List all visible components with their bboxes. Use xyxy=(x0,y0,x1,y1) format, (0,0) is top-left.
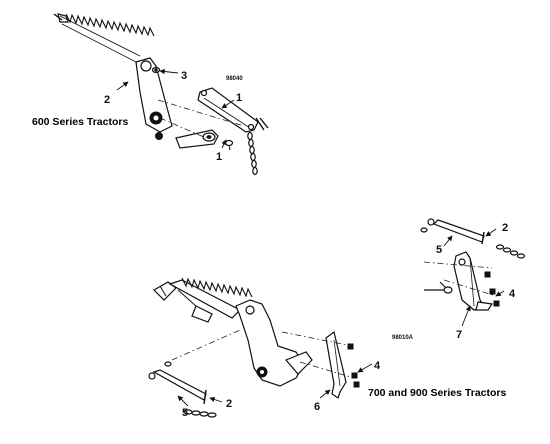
callout-1-top-600: 1 xyxy=(236,92,242,104)
callout-1-bottom-600: 1 xyxy=(216,151,222,163)
callout-3-600: 3 xyxy=(181,70,187,82)
callout-4-bottom-700: 4 xyxy=(374,360,381,372)
callout-2-top-700: 2 xyxy=(502,222,508,234)
callout-2-600: 2 xyxy=(104,94,110,106)
rod-end-700 xyxy=(424,281,453,294)
part-number-600: 98040 xyxy=(226,76,243,82)
link-bar-600 xyxy=(197,87,269,133)
pedal-700 xyxy=(325,330,347,399)
part-number-700: 98010A xyxy=(392,335,414,341)
callout-4-top-700: 4 xyxy=(509,288,516,300)
chain-upper-700 xyxy=(495,244,526,259)
callout-7-700: 7 xyxy=(456,329,462,341)
nuts-lower-700 xyxy=(347,343,360,388)
link-bar-upper-700 xyxy=(420,218,526,259)
lever-600 xyxy=(135,57,173,140)
lever-700 xyxy=(235,299,313,387)
figure-700-900-series: 2 5 4 7 4 6 5 2 98010A 700 and 900 Serie… xyxy=(148,218,526,419)
pedal-bracket-700 xyxy=(453,251,494,311)
callout-6-700: 6 xyxy=(314,401,320,413)
bracket-600 xyxy=(175,129,234,151)
callout-5-top-700: 5 xyxy=(436,244,442,256)
nuts-upper-700 xyxy=(484,271,500,307)
washer-600 xyxy=(151,66,161,74)
figure-600-series: 2 3 1 1 98040 600 Series Tractors xyxy=(32,13,269,176)
chain-600 xyxy=(247,131,258,176)
spring-600 xyxy=(53,13,155,65)
series-label-700: 700 and 900 Series Tractors xyxy=(368,387,506,399)
spring-700 xyxy=(153,277,253,323)
callout-2-bottom-700: 2 xyxy=(226,398,232,410)
series-label-600: 600 Series Tractors xyxy=(32,116,128,128)
link-bar-lower-700 xyxy=(148,361,217,418)
callout-5-bottom-700: 5 xyxy=(182,407,188,419)
chain-lower-700 xyxy=(183,409,217,418)
